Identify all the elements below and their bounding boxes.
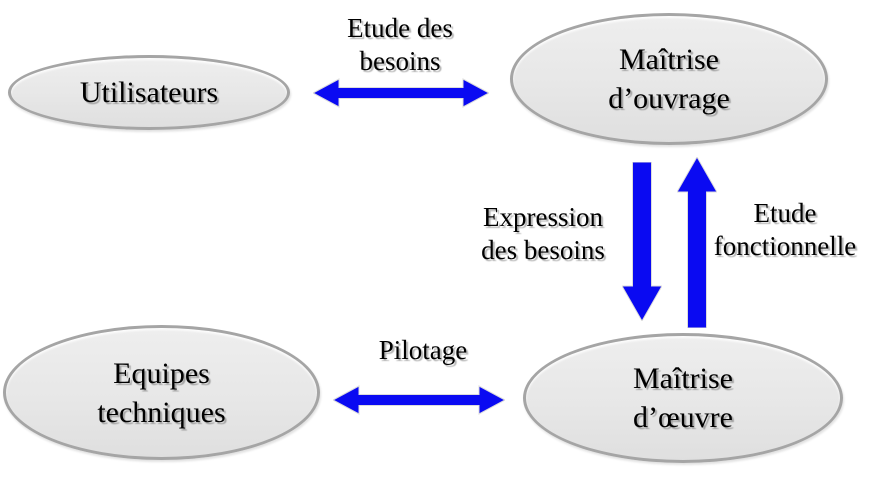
double-arrow-shape — [313, 78, 489, 108]
edge-label-line: Etude — [753, 198, 817, 228]
up-arrow-shape — [677, 157, 717, 328]
edge-label-etude-fonctionnelle: Etude fonctionnelle — [701, 197, 869, 263]
edge-label-line: Pilotage — [378, 335, 468, 365]
double-arrow-icon — [333, 385, 505, 415]
node-utilisateurs: Utilisateurs — [8, 55, 290, 130]
node-label: Maîtrise — [633, 362, 733, 395]
double-arrow-icon — [313, 78, 489, 108]
edge-label-line: besoins — [359, 46, 441, 76]
node-label: Equipes — [113, 356, 210, 390]
up-arrow-icon — [677, 157, 717, 328]
down-arrow-shape — [622, 162, 662, 321]
double-arrow-shape — [333, 385, 505, 415]
node-equipes-techniques: Equipes techniques — [3, 325, 320, 460]
node-label: techniques — [97, 395, 226, 429]
edge-label-line: Expression — [483, 202, 603, 232]
node-maitrise-douvrage: Maîtrise d’ouvrage — [510, 13, 828, 145]
edge-label-line: Etude des — [347, 13, 453, 43]
edge-label-line: des besoins — [481, 235, 605, 265]
edge-label-etude-des-besoins: Etude des besoins — [318, 12, 482, 78]
edge-label-expression-des-besoins: Expression des besoins — [462, 201, 624, 267]
node-label: d’ouvrage — [608, 82, 730, 115]
edge-label-pilotage: Pilotage — [363, 334, 483, 367]
node-label: Maîtrise — [619, 43, 719, 76]
node-label: d’œuvre — [633, 401, 733, 434]
node-maitrise-doeuvre: Maîtrise d’œuvre — [523, 333, 843, 463]
down-arrow-icon — [622, 162, 662, 321]
edge-label-line: fonctionnelle — [713, 231, 857, 261]
node-label: Utilisateurs — [79, 76, 219, 109]
